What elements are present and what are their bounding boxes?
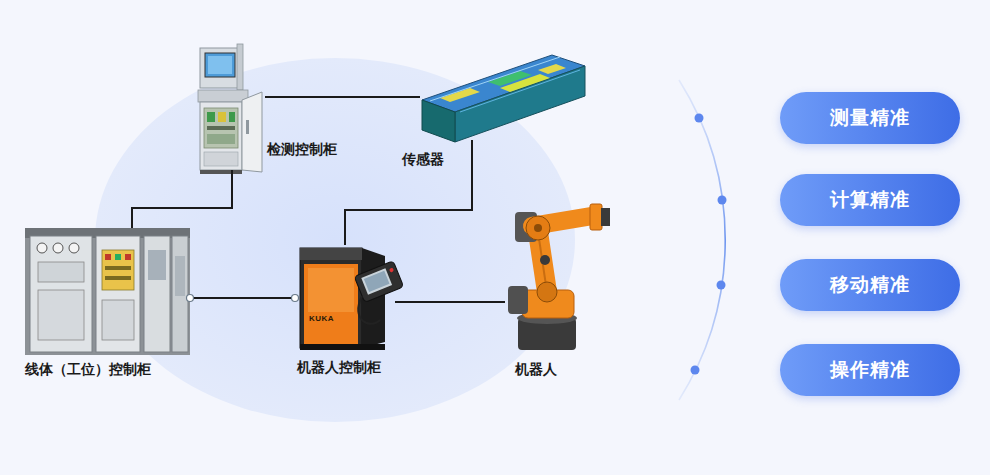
sensor-figure — [422, 55, 585, 142]
robot-control-cabinet: 机器人控制柜 — [295, 245, 395, 350]
arc-dot — [718, 196, 727, 205]
node-label: 机器人控制柜 — [297, 358, 381, 376]
robot-cabinet-figure — [300, 248, 404, 350]
feature-pill: 测量精准 — [780, 92, 960, 144]
line-cabinet-figure — [25, 228, 190, 355]
feature-pill: 操作精准 — [780, 344, 960, 396]
connector-line — [345, 140, 472, 245]
pill-text: 操作精准 — [830, 357, 910, 383]
node-label: 传感器 — [402, 150, 444, 168]
sensor: 传感器 — [420, 55, 585, 140]
connector-line — [265, 96, 420, 98]
pill-text: 移动精准 — [830, 272, 910, 298]
connector-line — [395, 301, 505, 303]
pill-text: 计算精准 — [830, 187, 910, 213]
arc-line — [679, 80, 725, 400]
connector-end-dot — [292, 295, 299, 302]
feature-pill: 计算精准 — [780, 174, 960, 226]
connector-line — [132, 170, 232, 228]
robot-figure — [508, 204, 610, 350]
pill-text: 测量精准 — [830, 105, 910, 131]
detection-cabinet-figure — [198, 44, 262, 174]
robot: 机器人 — [505, 200, 610, 350]
node-label: 线体（工位）控制柜 — [25, 360, 151, 378]
connector-end-dot — [187, 295, 194, 302]
arc-dot — [695, 114, 704, 123]
node-label: 机器人 — [515, 360, 557, 378]
detection-cabinet: 检测控制柜 — [197, 45, 265, 170]
line-control-cabinet: 线体（工位）控制柜 — [25, 228, 190, 355]
brand-logo: KUKA — [309, 314, 334, 323]
feature-pill: 移动精准 — [780, 259, 960, 311]
arc-dot — [691, 366, 700, 375]
arc-dot — [717, 281, 726, 290]
connector-line — [190, 297, 295, 299]
node-label: 检测控制柜 — [267, 140, 337, 158]
